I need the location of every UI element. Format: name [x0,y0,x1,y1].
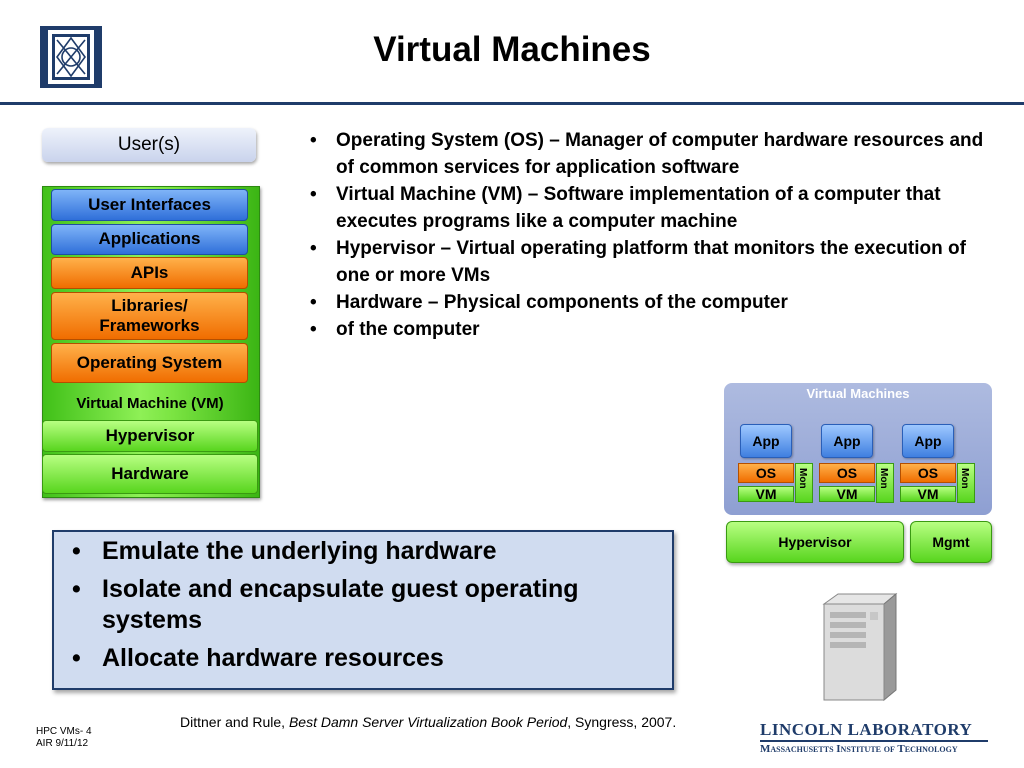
header-divider [0,102,1024,105]
capabilities-box: Emulate the underlying hardware Isolate … [52,530,674,690]
guest-vm-2: VM [819,486,875,502]
layer-operating-system: Operating System [51,343,248,383]
slide-date: AIR 9/11/12 [36,738,89,749]
org-name: LINCOLN LABORATORY [760,720,973,739]
guest-vm-1: VM [738,486,794,502]
users-box: User(s) [42,128,256,162]
definition-item: of the computer [310,316,990,343]
layer-user-interfaces: User Interfaces [51,189,248,221]
capability-item: Isolate and encapsulate guest operating … [72,574,662,636]
guest-app-2: App [821,424,873,458]
layer-applications: Applications [51,224,248,255]
hypervisor-box: Hypervisor [726,521,904,563]
guest-os-1: OS [738,463,794,483]
page-title: Virtual Machines [373,30,651,69]
guest-app-3: App [902,424,954,458]
definition-item: Operating System (OS) – Manager of compu… [310,127,990,181]
guest-os-2: OS [819,463,875,483]
guest-mon-1-label: Mon [797,468,808,489]
layer-libraries-frameworks: Libraries/Frameworks [51,292,248,340]
guest-os-3: OS [900,463,956,483]
layer-hypervisor: Hypervisor [42,420,258,452]
guest-mon-3-label: Mon [959,468,970,489]
citation: Dittner and Rule, Best Damn Server Virtu… [180,714,676,730]
guest-vm-3: VM [900,486,956,502]
capability-item: Emulate the underlying hardware [72,536,662,567]
slide-number: HPC VMs- 4 [36,726,92,737]
definition-item: Hardware – Physical components of the co… [310,289,990,316]
guest-mon-3: Mon [957,463,975,503]
layer-libraries-line1: Libraries/ [111,295,188,315]
layer-libraries-line2: Frameworks [99,316,200,335]
footer-divider [760,740,988,742]
org-subtitle: Massachusetts Institute of Technology [760,743,958,755]
guest-mon-2: Mon [876,463,894,503]
capability-item: Allocate hardware resources [72,643,662,674]
mgmt-box: Mgmt [910,521,992,563]
guest-mon-2-label: Mon [878,468,889,489]
layer-hardware: Hardware [42,454,258,494]
citation-title: Best Damn Server Virtualization Book Per… [288,714,568,730]
vm-diagram-title: Virtual Machines [806,386,910,401]
definition-item: Hypervisor – Virtual operating platform … [310,235,990,289]
citation-suffix: , Syngress, 2007. [567,714,677,730]
lincoln-lab-shield-icon [40,26,102,88]
definition-list: Operating System (OS) – Manager of compu… [310,127,990,343]
layer-apis: APIs [51,257,248,289]
server-tower-icon [822,592,898,702]
layer-virtual-machine-label: Virtual Machine (VM) [76,395,224,412]
capabilities-list: Emulate the underlying hardware Isolate … [72,536,662,681]
definition-item: Virtual Machine (VM) – Software implemen… [310,181,990,235]
guest-app-1: App [740,424,792,458]
citation-prefix: Dittner and Rule, [180,714,289,730]
guest-mon-1: Mon [795,463,813,503]
